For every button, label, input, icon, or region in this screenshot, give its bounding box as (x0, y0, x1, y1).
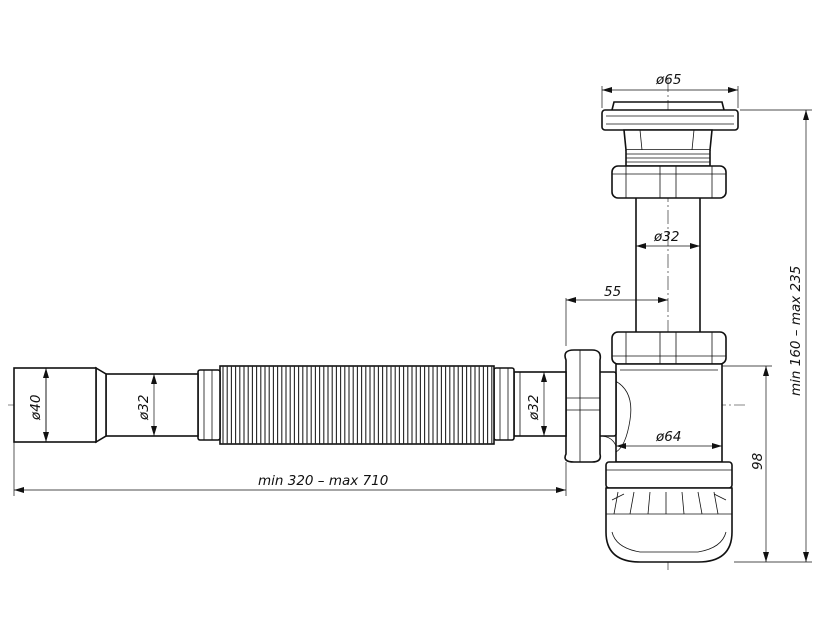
label-pipe-diameter-right: ø32 (526, 395, 542, 421)
label-height-range: min 160 – max 235 (788, 266, 804, 396)
left-coupling (197, 369, 221, 441)
left-smooth-pipe (95, 366, 199, 444)
label-pipe-diameter-left: ø32 (136, 395, 152, 421)
label-tube-diameter-vertical: ø32 (653, 229, 679, 245)
bottle-cap (605, 461, 733, 563)
label-length-range: min 320 – max 710 (258, 473, 388, 489)
vertical-tube (635, 198, 701, 332)
bottle-body (599, 363, 723, 463)
label-bottle-height: 98 (750, 453, 766, 470)
outlet-pipe (13, 367, 97, 443)
label-offset: 55 (604, 284, 621, 300)
label-outlet-diameter: ø40 (28, 395, 44, 421)
top-flange (601, 101, 739, 167)
upper-nut (611, 165, 727, 199)
corrugated-hose (219, 365, 495, 445)
label-flange-diameter: ø65 (655, 72, 681, 88)
side-outlet-nut (564, 349, 617, 463)
right-pipe-segment (493, 367, 567, 441)
dimension-lines (13, 86, 812, 563)
lower-nut (611, 331, 727, 365)
label-bottle-diameter: ø64 (655, 429, 681, 445)
